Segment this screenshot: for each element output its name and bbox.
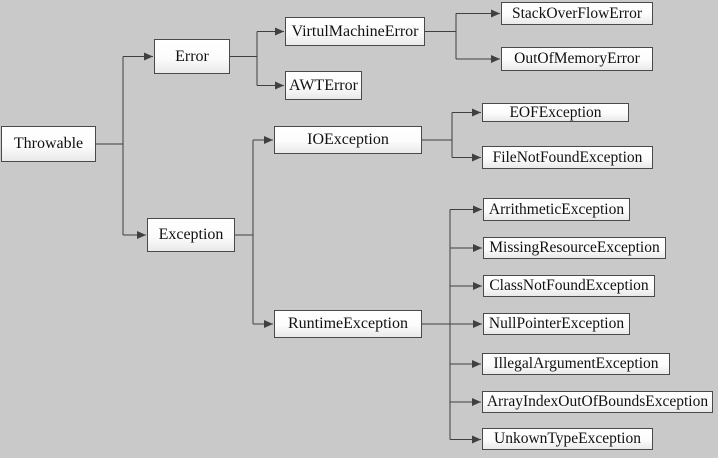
- node-error: Error: [154, 39, 230, 74]
- node-arrithmetic-exception: ArrithmeticException: [483, 198, 630, 221]
- node-array-index-out-of-bounds-exception: ArrayIndexOutOfBoundsException: [482, 391, 713, 413]
- node-io-exception: IOException: [274, 126, 422, 154]
- node-file-not-found-exception: FileNotFoundException: [482, 146, 653, 169]
- node-throwable: Throwable: [1, 126, 96, 162]
- node-unkown-type-exception: UnkownTypeException: [482, 428, 653, 450]
- node-out-of-memory-error: OutOfMemoryError: [501, 47, 653, 71]
- node-virtual-machine-error: VirtulMachineError: [285, 17, 425, 46]
- connector-arrows: [123, 9, 500, 444]
- node-awt-error: AWTError: [285, 71, 362, 100]
- node-missing-resource-exception: MissingResourceException: [483, 237, 666, 259]
- node-eof-exception: EOFException: [482, 103, 629, 122]
- node-exception: Exception: [147, 218, 235, 252]
- node-runtime-exception: RuntimeException: [274, 310, 422, 338]
- node-stack-overflow-error: StackOverFlowError: [501, 2, 653, 25]
- node-illegal-argument-exception: IllegalArgumentException: [482, 353, 670, 375]
- node-null-pointer-exception: NullPointerException: [483, 313, 630, 335]
- node-class-not-found-exception: ClassNotFoundException: [483, 275, 655, 297]
